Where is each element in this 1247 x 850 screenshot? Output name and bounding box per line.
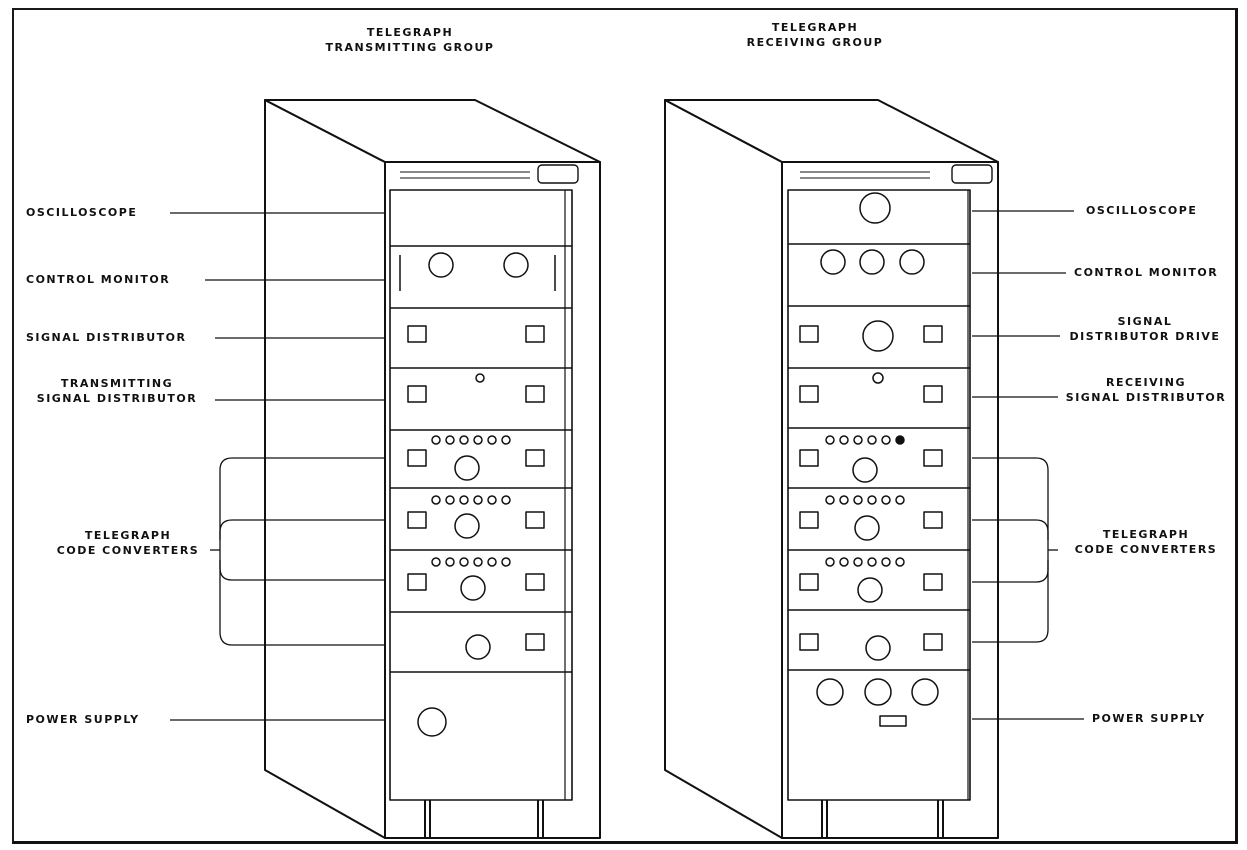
code-converters-label-left: TELEGRAPH CODE CONVERTERS — [48, 528, 208, 558]
oscilloscope-label-left: OSCILLOSCOPE — [26, 205, 137, 220]
signal-distributor-drive-label: SIGNAL DISTRIBUTOR DRIVE — [1060, 314, 1230, 344]
code-converters-label-right: TELEGRAPH CODE CONVERTERS — [1066, 527, 1226, 557]
oscilloscope-label-right: OSCILLOSCOPE — [1086, 203, 1197, 218]
transmitting-cabinet — [265, 100, 600, 838]
receiving-signal-distributor-label: RECEIVING SIGNAL DISTRIBUTOR — [1058, 375, 1234, 405]
receiving-group-title: TELEGRAPH RECEIVING GROUP — [715, 20, 915, 50]
transmitting-signal-distributor-label: TRANSMITTING SIGNAL DISTRIBUTOR — [22, 376, 212, 406]
control-monitor-label-right: CONTROL MONITOR — [1074, 265, 1218, 280]
receiving-cabinet — [665, 100, 998, 838]
control-monitor-label-left: CONTROL MONITOR — [26, 272, 170, 287]
transmitting-group-title: TELEGRAPH TRANSMITTING GROUP — [310, 25, 510, 55]
power-supply-label-right: POWER SUPPLY — [1092, 711, 1206, 726]
power-supply-label-left: POWER SUPPLY — [26, 712, 140, 727]
signal-distributor-label: SIGNAL DISTRIBUTOR — [26, 330, 186, 345]
